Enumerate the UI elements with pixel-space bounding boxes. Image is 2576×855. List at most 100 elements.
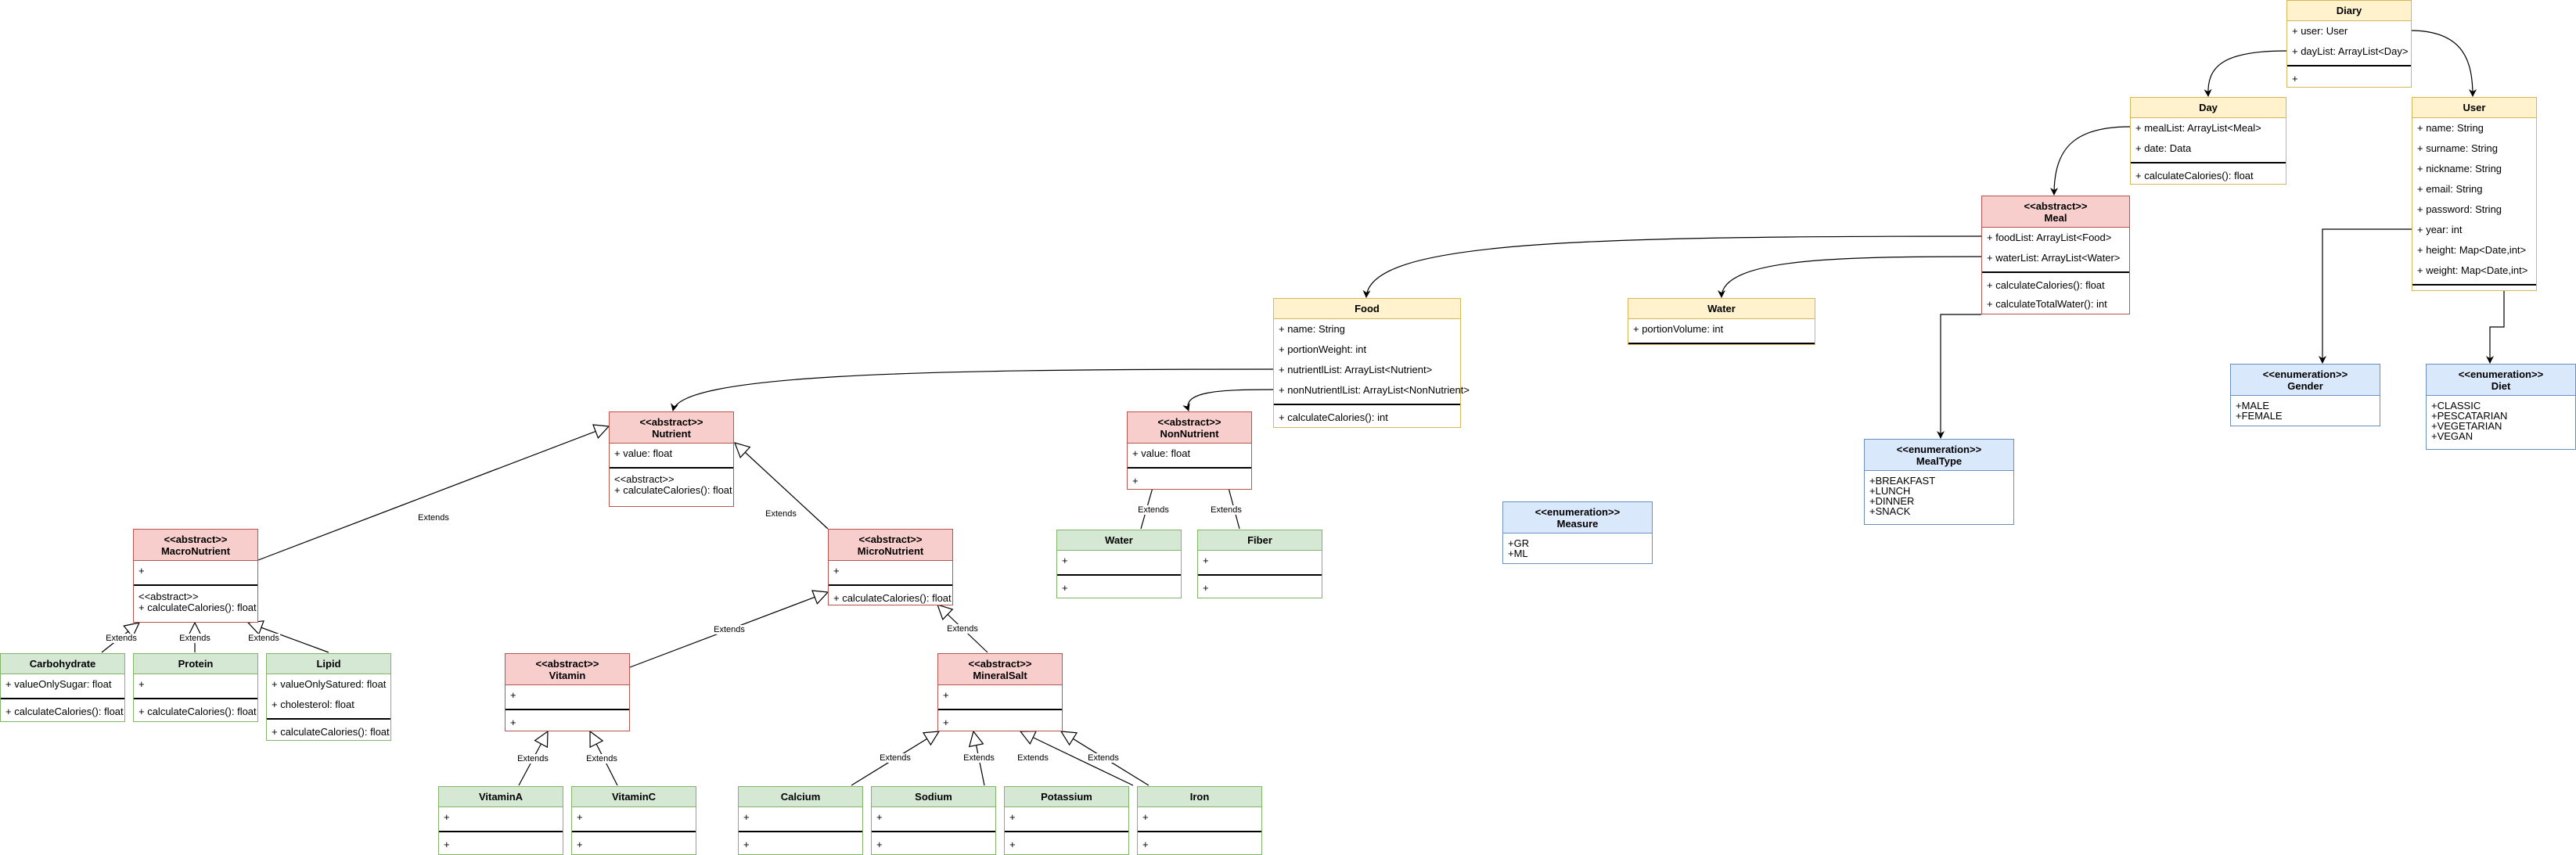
edge-diary-day — [2204, 50, 2287, 97]
class-attribute: + — [943, 689, 949, 701]
class-attribute: + email: String — [2417, 183, 2483, 195]
class-method: + — [1062, 582, 1068, 594]
class-header: VitaminC — [572, 787, 696, 807]
class-method: + — [1203, 582, 1209, 594]
class-attribute: + — [1203, 555, 1209, 566]
class-separator — [1138, 831, 1261, 832]
class-name: Carbohydrate — [29, 658, 96, 670]
enum-name: Gender — [2287, 379, 2323, 392]
edge-day-meal — [2050, 126, 2131, 196]
class-vitamina[interactable]: VitaminA++ — [438, 786, 563, 855]
class-method: <<abstract>>+ calculateCalories(): float — [610, 472, 733, 498]
enum-value: +SNACK — [1869, 505, 1911, 517]
class-potassium[interactable]: Potassium++ — [1004, 786, 1129, 855]
enum-stereotype: <<enumeration>> — [1534, 505, 1621, 518]
class-name: MacroNutrient — [160, 544, 231, 557]
class-attribute: + nonNutrientlList: ArrayList<NonNutrien… — [1279, 384, 1470, 396]
class-separator — [439, 831, 563, 832]
class-name: MicroNutrient — [857, 544, 924, 557]
class-separator — [572, 831, 696, 832]
edge-label-extends: Extends — [1137, 505, 1170, 515]
class-method-line: + calculateCalories(): float — [614, 484, 732, 496]
class-vitamin[interactable]: <<abstract>>Vitamin++ — [505, 653, 630, 731]
class-separator — [829, 584, 952, 586]
class-nonnutrient[interactable]: <<abstract>>NonNutrient+ value: float+ — [1127, 411, 1252, 490]
class-meal[interactable]: <<abstract>>Meal+ foodList: ArrayList<Fo… — [1981, 196, 2130, 314]
class-name: Calcium — [780, 791, 821, 803]
edge-food-nonnutrient — [1182, 389, 1274, 411]
class-calcium[interactable]: Calcium + + — [738, 786, 863, 855]
class-water[interactable]: Water+ portionVolume: int — [1628, 298, 1815, 345]
class-method: + calculateCalories(): float — [272, 726, 390, 738]
class-name: Protein — [178, 658, 214, 670]
class-attribute: + value: float — [614, 447, 673, 459]
class-food[interactable]: Food + name: String + portionWeight: int + … — [1273, 298, 1470, 428]
class-header: Water — [1628, 299, 1815, 319]
class-attribute: + — [1062, 555, 1068, 566]
class-sodium[interactable]: Sodium++ — [871, 786, 996, 855]
enum-value: +DINNER — [1869, 495, 1915, 507]
enum-mealtype[interactable]: <<enumeration>>MealType+BREAKFAST+LUNCH+… — [1864, 439, 2014, 525]
class-attribute: + — [510, 689, 516, 701]
class-header: Calcium — [739, 787, 862, 807]
class-stereotype: <<abstract>> — [2024, 199, 2088, 212]
edge-label-extends: Extends — [105, 634, 138, 643]
class-micronutrient[interactable]: <<abstract>>MicroNutrient++ calculateCal… — [828, 529, 953, 605]
class-carbohydrate[interactable]: Carbohydrate+ valueOnlySugar: float+ cal… — [0, 653, 125, 722]
enum-diet[interactable]: <<enumeration>>Diet+CLASSIC+PESCATARIAN+… — [2426, 364, 2576, 450]
class-vitaminc[interactable]: VitaminC++ — [571, 786, 696, 855]
class-diary[interactable]: Diary+ user: User+ dayList: ArrayList<Da… — [2286, 0, 2412, 88]
class-header: Fiber — [1198, 530, 1322, 551]
class-protein[interactable]: Protein + + calculateCalories(): float — [133, 653, 258, 722]
class-separator — [1982, 271, 2129, 273]
edge-meal-water — [1718, 256, 1982, 298]
edge-label-extends: Extends — [1016, 753, 1049, 763]
enum-measure[interactable]: <<enumeration>>Measure+GR+ML — [1502, 501, 1653, 564]
class-name: Meal — [2044, 211, 2067, 224]
enum-value: +VEGAN — [2431, 430, 2473, 442]
class-attribute: + — [139, 678, 145, 690]
class-user[interactable]: User+ name: String+ surname: String+ nic… — [2412, 97, 2537, 291]
class-method: + calculateCalories(): float — [1987, 279, 2105, 291]
class-attribute: + — [743, 811, 750, 823]
enum-name: MealType — [1916, 454, 1963, 467]
class-method: + — [1132, 475, 1139, 487]
class-name: Food — [1355, 303, 1380, 314]
enum-header: <<enumeration>>MealType — [1865, 440, 2013, 471]
class-name: Sodium — [915, 791, 952, 803]
class-attribute: + value: float — [1132, 447, 1191, 459]
class-day[interactable]: Day+ mealList: ArrayList<Meal>+ date: Da… — [2130, 97, 2286, 185]
class-nutrient[interactable]: <<abstract>>Nutrient+ value: float<<abst… — [609, 411, 734, 507]
class-method: + calculateCalories(): float — [139, 706, 257, 717]
class-water-nonnutrient[interactable]: Water++ — [1056, 530, 1182, 598]
class-separator — [1, 698, 124, 699]
class-separator — [739, 831, 862, 832]
enum-stereotype: <<enumeration>> — [2262, 368, 2348, 380]
class-lipid[interactable]: Lipid+ valueOnlySatured: float+ choleste… — [266, 653, 391, 741]
class-header: Day — [2131, 98, 2286, 118]
class-separator — [2412, 284, 2536, 286]
class-attribute: + name: String — [1279, 323, 1345, 335]
class-attribute: + weight: Map<Date,int> — [2417, 264, 2528, 276]
class-header: <<abstract>>MacroNutrient — [134, 530, 257, 561]
class-header: Diary — [2287, 1, 2411, 21]
class-separator — [610, 467, 733, 469]
class-attribute: + portionWeight: int — [1279, 343, 1367, 355]
edge-label-extends: Extends — [713, 625, 746, 634]
class-fiber[interactable]: Fiber + + — [1197, 530, 1322, 598]
class-macronutrient[interactable]: <<abstract>>MacroNutrient+<<abstract>>+ … — [133, 529, 258, 623]
class-header: Food — [1274, 299, 1460, 319]
class-iron[interactable]: Iron++ — [1137, 786, 1262, 855]
class-method: + — [743, 839, 750, 850]
class-separator — [505, 709, 629, 710]
class-name: NonNutrient — [1160, 427, 1219, 440]
class-mineralsalt[interactable]: <<abstract>>MineralSalt++ — [937, 653, 1063, 731]
enum-values: +MALE+FEMALE — [2231, 396, 2380, 426]
enum-gender[interactable]: <<enumeration>>Gender +MALE+FEMALE — [2230, 364, 2380, 426]
class-name: VitaminA — [478, 791, 523, 803]
class-attribute: + — [577, 811, 583, 823]
class-separator — [267, 718, 390, 720]
class-header: <<abstract>>MicroNutrient — [829, 530, 952, 561]
class-attribute: + dayList: ArrayList<Day> — [2292, 45, 2409, 57]
class-method: <<abstract>>+ calculateCalories(): float — [134, 589, 257, 616]
